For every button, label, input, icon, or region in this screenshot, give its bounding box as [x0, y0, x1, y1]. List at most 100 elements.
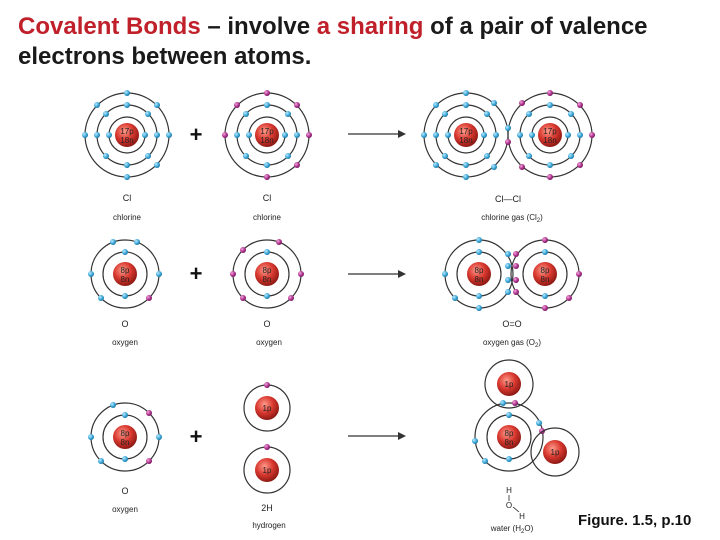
formula-hydrogen: H	[506, 486, 512, 495]
water-hydrogen-2: 1p	[530, 427, 580, 477]
row-chlorine: 17p 18n Cl chl	[82, 90, 595, 224]
nucleus-neutrons: 8n	[541, 275, 550, 284]
electron	[142, 132, 148, 138]
nucleus	[255, 262, 279, 286]
valence-electron	[234, 102, 240, 108]
electron	[246, 132, 252, 138]
nucleus	[113, 425, 137, 449]
title-text-2: of a pair of valence electrons between a…	[18, 13, 648, 70]
nucleus-neutrons: 8n	[121, 438, 130, 447]
reactant-symbol: O	[263, 319, 270, 329]
chlorine-molecule: 17p 18n	[421, 90, 595, 180]
shared-electron	[505, 139, 511, 145]
title-emphasis: a sharing	[316, 13, 424, 40]
electrons	[222, 90, 312, 180]
nucleus	[454, 123, 478, 147]
oxygen-atom-1: 8p 8n	[88, 239, 162, 309]
plus-sign: +	[190, 261, 203, 286]
nucleus	[113, 262, 137, 286]
nucleus	[255, 123, 279, 147]
electron	[234, 132, 240, 138]
electron	[124, 162, 130, 168]
reactant-symbol: O	[121, 319, 128, 329]
valence-electron	[222, 132, 228, 138]
reaction-arrow-icon	[348, 130, 406, 138]
valence-electron	[306, 132, 312, 138]
reactant-name: hydrogen	[252, 521, 285, 530]
electron	[124, 102, 130, 108]
slide-title: Covalent Bonds – involve a sharing of a …	[18, 12, 708, 72]
nucleus	[538, 123, 562, 147]
electron	[264, 102, 270, 108]
electron	[243, 153, 249, 159]
valence-electron	[294, 162, 300, 168]
nucleus-protons: 1p	[551, 448, 560, 457]
electron	[282, 132, 288, 138]
nucleus-neutrons: 8n	[263, 275, 272, 284]
shared-electron	[505, 125, 511, 131]
reactant-name: oxygen	[112, 505, 138, 514]
electron	[103, 153, 109, 159]
reactant-name: oxygen	[112, 338, 138, 347]
reaction-arrow-icon	[348, 270, 406, 278]
chlorine-atom-2: 17p 18n	[222, 90, 312, 180]
water-oxygen: 8p 8n	[472, 400, 545, 472]
product-formula: Cl—Cl	[495, 194, 521, 204]
valence-electron	[264, 382, 270, 388]
reaction-arrow-icon	[348, 432, 406, 440]
nucleus-neutrons: 8n	[121, 275, 130, 284]
nucleus-protons: 17p	[543, 127, 557, 136]
water-molecule: 1p 8p 8n 1p	[472, 359, 580, 477]
nucleus-protons: 17p	[120, 127, 134, 136]
oxygen-product-atom-2: 8p 8n	[510, 237, 582, 311]
electron	[82, 132, 88, 138]
electron	[154, 162, 160, 168]
nucleus-protons: 1p	[505, 380, 514, 389]
reactant-name: oxygen	[256, 338, 282, 347]
electrons	[82, 90, 172, 180]
electron	[285, 153, 291, 159]
product-name: water (H2O)	[490, 524, 534, 535]
nucleus	[497, 425, 521, 449]
nucleus	[255, 396, 279, 420]
product-formula: O=O	[502, 319, 521, 329]
electron	[124, 174, 130, 180]
oxygen-molecule: 8p 8n 8p 8n	[442, 237, 582, 311]
chlorine-product-atom-1: 17p 18n	[421, 90, 509, 180]
reactant-symbol: Cl	[263, 193, 272, 203]
electron	[94, 102, 100, 108]
nucleus-protons: 1p	[263, 466, 272, 475]
reactant-symbol: 2H	[261, 503, 273, 513]
hydrogen-atom-2: 1p	[243, 444, 291, 494]
nucleus-protons: 8p	[121, 266, 130, 275]
nucleus	[533, 262, 557, 286]
electron	[285, 111, 291, 117]
electron	[94, 132, 100, 138]
nucleus-neutrons: 18n	[543, 136, 556, 145]
nucleus-protons: 8p	[541, 266, 550, 275]
water-hydrogen-1: 1p	[484, 359, 534, 409]
nucleus-protons: 17p	[459, 127, 473, 136]
electron	[154, 102, 160, 108]
hydrogen-atom-1: 1p	[243, 382, 291, 432]
water-structural-formula: H O H	[506, 486, 525, 521]
oxygen-atom-3: 8p 8n	[88, 402, 162, 472]
oxygen-atom-2: 8p 8n	[230, 239, 304, 309]
reactant-symbol: Cl	[123, 193, 132, 203]
electron	[106, 132, 112, 138]
title-text-1: – involve	[200, 13, 317, 40]
electron	[264, 162, 270, 168]
electron	[166, 132, 172, 138]
valence-electron	[294, 102, 300, 108]
nucleus-protons: 8p	[505, 429, 514, 438]
nucleus	[467, 262, 491, 286]
figure-caption: Figure. 1.5, p.10	[578, 512, 692, 529]
reactant-name: chlorine	[113, 213, 142, 222]
nucleus-neutrons: 18n	[260, 136, 273, 145]
valence-electron	[264, 90, 270, 96]
formula-hydrogen: H	[519, 512, 525, 521]
plus-sign: +	[190, 122, 203, 147]
nucleus-protons: 17p	[260, 127, 274, 136]
nucleus-neutrons: 8n	[505, 438, 514, 447]
